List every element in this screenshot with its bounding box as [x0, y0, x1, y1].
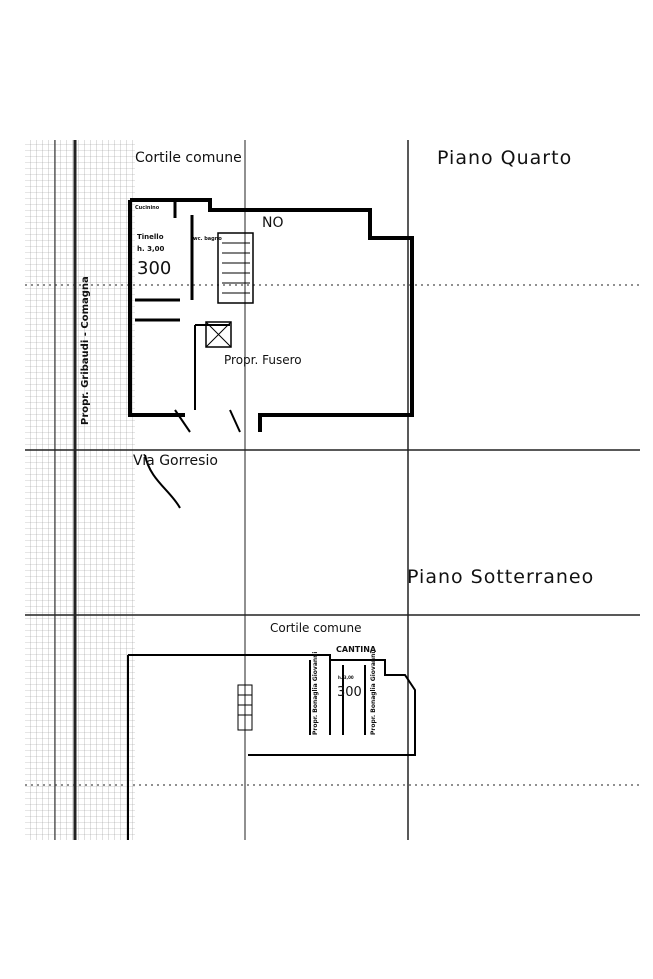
- piano-sotterraneo-title: Piano Sotterraneo: [407, 566, 595, 588]
- piano-quarto-title: Piano Quarto: [437, 147, 573, 169]
- basement-height-label: h. 3,00: [338, 675, 354, 680]
- room-wc-label: wc. bagno: [193, 236, 222, 242]
- graph-paper-grid: [25, 140, 135, 840]
- cortile-comune-basement-label: Cortile comune: [270, 621, 362, 635]
- room-cucinino-label: Cucinino: [135, 205, 160, 211]
- neighbour-left-label: Propr. Gribaudi - Comagna: [80, 276, 91, 425]
- neighbour-bonaglia-right-label: Propr. Bonaglia Giovanni: [370, 651, 377, 735]
- grid-lines: [25, 140, 640, 840]
- cantina-label: CANTINA: [336, 645, 377, 654]
- piano-sotterraneo-walls: [127, 654, 416, 840]
- room-tinello-label: Tinello: [137, 233, 164, 241]
- street-label: Via Gorresio: [133, 453, 218, 469]
- room-height-label: h. 3,00: [137, 245, 165, 253]
- piano-quarto-walls: [128, 198, 414, 509]
- neighbour-bonaglia-left-label: Propr. Bonaglia Giovanni: [312, 651, 319, 735]
- cortile-comune-label: Cortile comune: [135, 150, 242, 166]
- north-label: NO: [262, 215, 284, 231]
- height-value: 300: [137, 258, 172, 279]
- neighbour-fusero-label: Propr. Fusero: [224, 353, 302, 367]
- basement-height-value: 300: [337, 685, 362, 700]
